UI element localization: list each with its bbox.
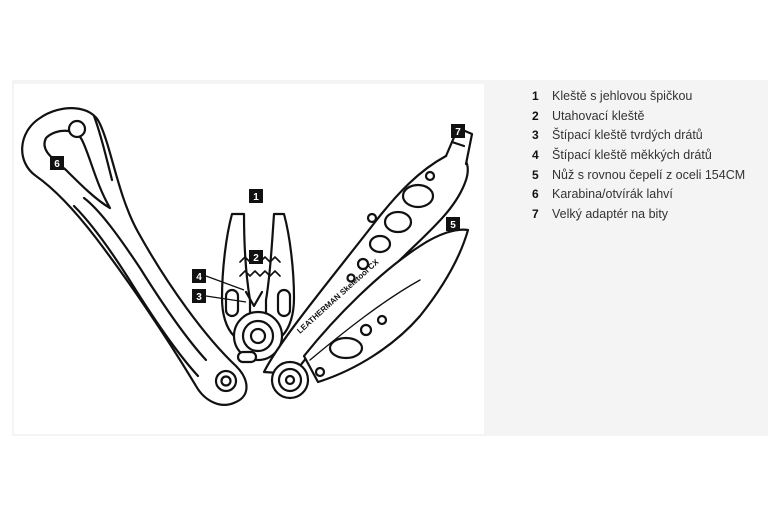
- svg-text:5: 5: [450, 220, 456, 231]
- callout-leader-3: [205, 295, 247, 303]
- svg-text:2: 2: [253, 253, 259, 264]
- callout-badge-6: 6: [50, 156, 64, 170]
- callout-badge-7: 7: [451, 124, 465, 138]
- legend-label: Karabina/otvírák lahví: [552, 187, 673, 202]
- legend-label: Utahovací kleště: [552, 108, 645, 123]
- callout-badge-5: 5: [446, 217, 460, 231]
- left-pivot-screw: [214, 369, 238, 393]
- legend-label: Štípací kleště měkkých drátů: [552, 147, 712, 162]
- legend-item: 2 Utahovací kleště: [532, 106, 745, 126]
- legend-number: 1: [532, 88, 539, 103]
- bit-driver-arm: [262, 126, 474, 376]
- svg-text:7: 7: [455, 127, 461, 138]
- legend-label: Velký adaptér na bity: [552, 206, 669, 221]
- pliers-head: [220, 212, 296, 364]
- left-handle: [21, 107, 248, 406]
- legend-item: 5 Nůž s rovnou čepelí z oceli 154CM: [532, 165, 745, 185]
- svg-text:4: 4: [196, 272, 202, 283]
- callout-badge-4: 4: [192, 269, 206, 283]
- legend-item: 7 Velký adaptér na bity: [532, 204, 745, 224]
- right-pivot-screw: [270, 360, 310, 400]
- legend-label: Nůž s rovnou čepelí z oceli 154CM: [552, 167, 746, 182]
- legend-number: 6: [532, 187, 539, 202]
- callout-leader-4: [205, 275, 245, 291]
- parts-legend: 1 Kleště s jehlovou špičkou 2 Utahovací kl…: [532, 86, 745, 224]
- callout-badge-1: 1: [249, 189, 263, 203]
- svg-text:3: 3: [196, 292, 202, 303]
- legend-label: Kleště s jehlovou špičkou: [552, 88, 693, 103]
- legend-number: 2: [532, 108, 539, 123]
- legend-number: 4: [532, 147, 539, 162]
- callout-badge-2: 2: [249, 250, 263, 264]
- svg-text:1: 1: [253, 192, 259, 203]
- legend-label: Štípací kleště tvrdých drátů: [552, 128, 703, 143]
- legend-item: 6 Karabina/otvírák lahví: [532, 184, 745, 204]
- legend-number: 3: [532, 128, 539, 143]
- knife-blade: [302, 228, 470, 384]
- legend-item: 3 Štípací kleště tvrdých drátů: [532, 125, 745, 145]
- callout-badge-3: 3: [192, 289, 206, 303]
- svg-text:6: 6: [54, 159, 60, 170]
- legend-item: 4 Štípací kleště měkkých drátů: [532, 145, 745, 165]
- legend-item: 1 Kleště s jehlovou špičkou: [532, 86, 745, 106]
- legend-number: 5: [532, 167, 539, 182]
- legend-number: 7: [532, 206, 539, 221]
